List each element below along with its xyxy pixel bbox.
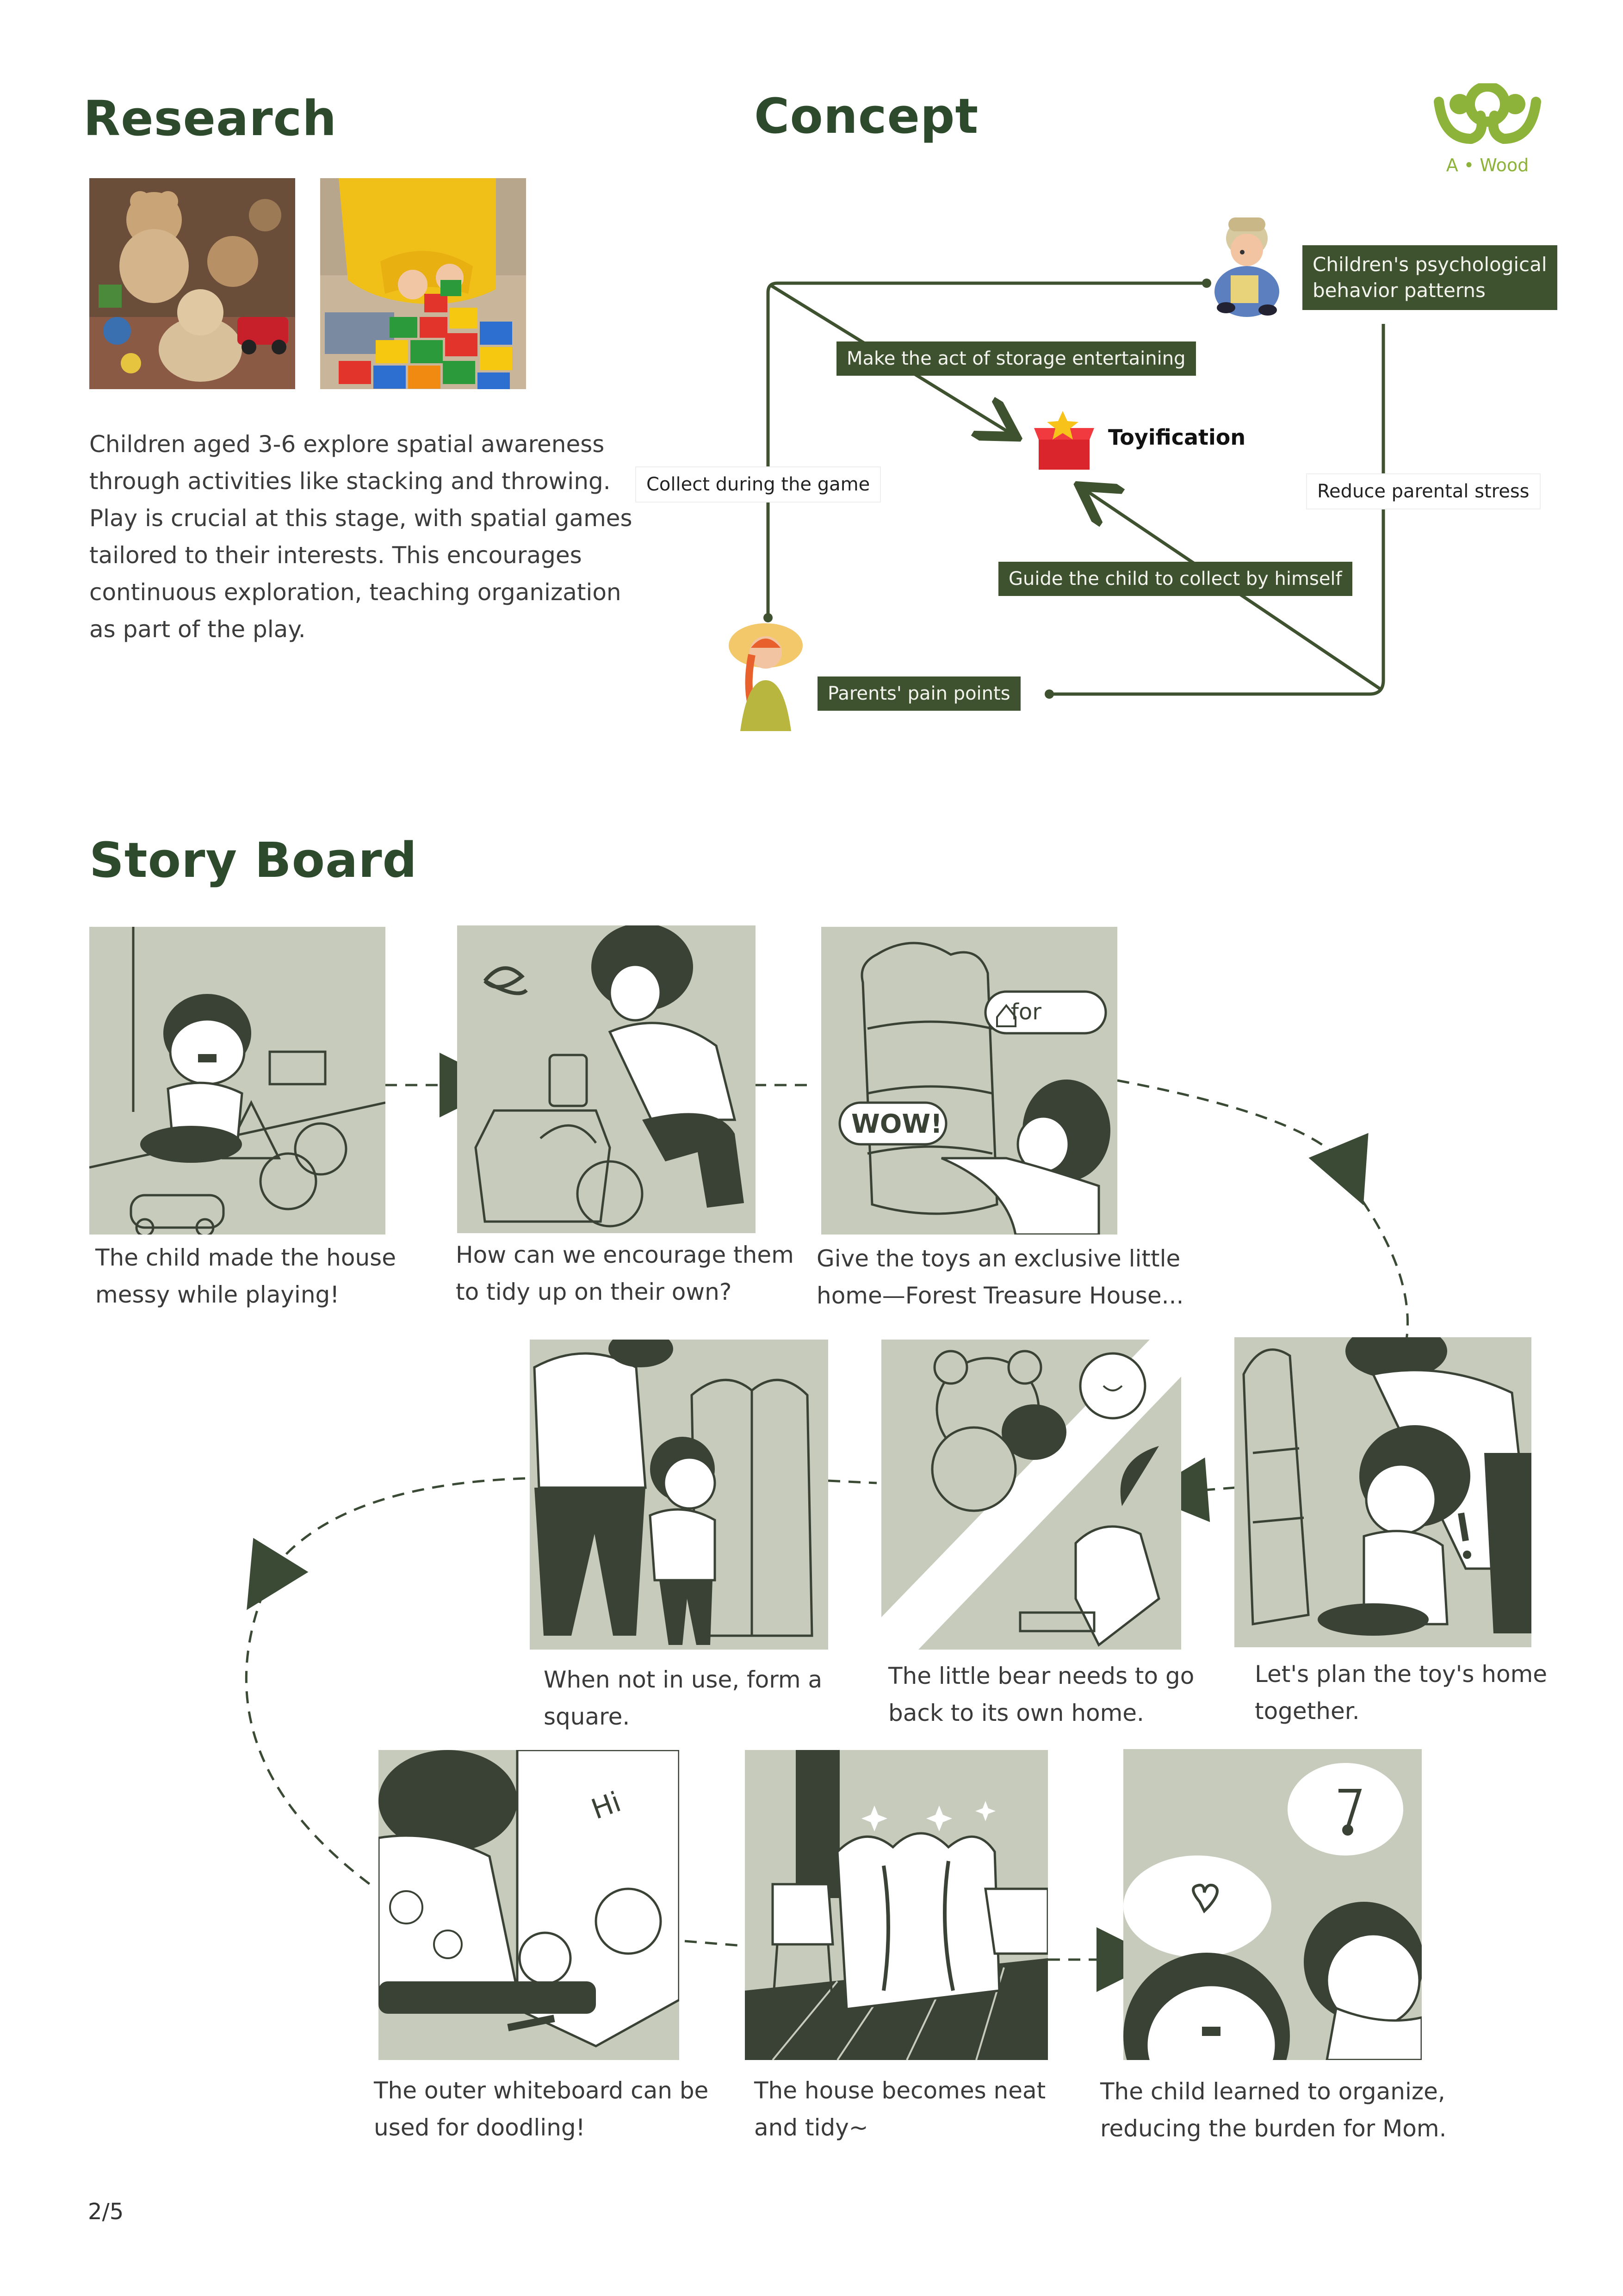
bear-home-illustration — [881, 1340, 1181, 1650]
research-line: as part of the play. — [89, 616, 306, 643]
whiteboard-doodle-illustration: Hi — [378, 1750, 679, 2048]
toy-pile-photo — [89, 178, 295, 389]
research-line: tailored to their interests. This encour… — [89, 542, 582, 569]
caption-line: Give the toys an exclusive little — [817, 1245, 1181, 1272]
heart-icon — [1192, 1884, 1219, 1914]
concept-heading: Concept — [754, 88, 979, 144]
story-panel-4 — [530, 1340, 828, 1650]
wow-text: WOW! — [851, 1109, 942, 1139]
reduce-stress-tag: Reduce parental stress — [1307, 474, 1540, 509]
caption-line: The outer whiteboard can be — [374, 2077, 709, 2104]
caption-line: When not in use, form a — [544, 1666, 823, 1693]
caption-line: square. — [544, 1703, 630, 1730]
guide-tag: Guide the child to collect by himself — [998, 562, 1352, 596]
caption-line: back to its own home. — [888, 1700, 1144, 1726]
messy-child-illustration — [89, 927, 385, 1235]
page-number: 2/5 — [88, 2199, 124, 2225]
research-line: through activities like stacking and thr… — [89, 468, 611, 495]
child-behavior-line: Children's psychological — [1313, 253, 1547, 276]
neat-house-illustration — [745, 1750, 1048, 2060]
story-caption-7: The outer whiteboard can be used for doo… — [374, 2072, 708, 2146]
story-caption-6: Let's plan the toy's home together. — [1255, 1656, 1547, 1730]
story-caption-1: The child made the house messy while pla… — [95, 1239, 396, 1313]
caption-line: The child learned to organize, — [1100, 2078, 1445, 2105]
logo-mark-icon — [1434, 81, 1541, 144]
research-heading: Research — [83, 90, 337, 147]
story-caption-9: The child learned to organize, reducing … — [1100, 2073, 1446, 2147]
caption-line: Let's plan the toy's home — [1255, 1661, 1548, 1688]
story-panel-8 — [745, 1750, 1048, 2060]
story-panel-9 — [1123, 1749, 1422, 2060]
caption-line: reducing the burden for Mom. — [1100, 2115, 1447, 2142]
child-behavior-box: Children's psychological behavior patter… — [1302, 245, 1557, 310]
caption-line: The house becomes neat — [754, 2077, 1046, 2104]
story-panel-2 — [457, 925, 756, 1233]
logo-text: A • Wood — [1446, 155, 1529, 175]
mom-tidying-illustration — [474, 925, 744, 1228]
caption-line: to tidy up on their own? — [456, 1278, 732, 1305]
collect-tag: Collect during the game — [636, 467, 880, 502]
storyboard-heading: Story Board — [89, 832, 417, 888]
caption-line: and tidy~ — [754, 2114, 868, 2141]
caption-line: home—Forest Treasure House... — [817, 1282, 1184, 1309]
entertaining-tag: Make the act of storage entertaining — [836, 341, 1196, 376]
caption-line: messy while playing! — [95, 1281, 340, 1308]
pain-points-tag: Parents' pain points — [818, 676, 1021, 711]
story-caption-5: The little bear needs to go back to its … — [888, 1657, 1194, 1731]
parent-figure-icon — [729, 623, 803, 731]
child-figure-icon — [1214, 217, 1279, 317]
plan-toy-home-illustration — [1242, 1337, 1531, 1636]
music-note-icon — [1338, 1789, 1362, 1829]
story-panel-3: for WOW! — [821, 927, 1117, 1235]
story-caption-4: When not in use, form a square. — [544, 1661, 822, 1735]
story-caption-3: Give the toys an exclusive little home—F… — [817, 1240, 1183, 1314]
story-panel-7: Hi — [378, 1750, 679, 2060]
story-caption-2: How can we encourage them to tidy up on … — [456, 1236, 794, 1310]
caption-line: used for doodling! — [374, 2114, 585, 2141]
story-panel-5 — [881, 1340, 1181, 1650]
treasure-house-illustration: for WOW! — [838, 942, 1110, 1235]
learned-to-organize-illustration — [1123, 1763, 1422, 2060]
toyification-label: Toyification — [1108, 425, 1246, 450]
toy-box-icon — [1034, 411, 1094, 470]
caption-line: The little bear needs to go — [888, 1663, 1195, 1689]
research-line: Play is crucial at this stage, with spat… — [89, 505, 632, 532]
awood-logo: A • Wood — [1425, 81, 1550, 185]
research-line: Children aged 3-6 explore spatial awaren… — [89, 431, 605, 458]
caption-line: The child made the house — [95, 1244, 396, 1271]
building-blocks-photo — [320, 178, 526, 389]
story-panel-6 — [1234, 1337, 1531, 1647]
story-caption-8: The house becomes neat and tidy~ — [754, 2072, 1046, 2146]
caption-line: together. — [1255, 1698, 1360, 1725]
research-paragraph: Children aged 3-6 explore spatial awaren… — [89, 426, 644, 648]
child-behavior-line: behavior patterns — [1313, 279, 1486, 302]
caption-line: How can we encourage them — [456, 1241, 794, 1268]
research-line: continuous exploration, teaching organiz… — [89, 579, 621, 606]
square-house-illustration — [533, 1340, 813, 1645]
story-panel-1 — [89, 927, 385, 1235]
